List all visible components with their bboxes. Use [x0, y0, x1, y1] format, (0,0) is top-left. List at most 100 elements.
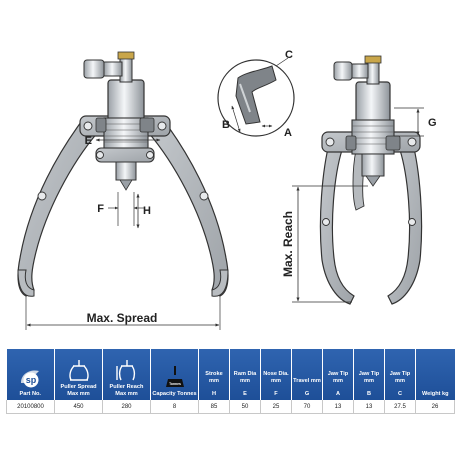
header-capacity: Tonnes Capacity Tonnes — [150, 349, 199, 400]
dim-c-line — [275, 57, 289, 67]
stroke-symbol: H — [211, 390, 217, 397]
cell-nose-dia: 25 — [260, 400, 292, 414]
header-stroke: Stroke mm H — [198, 349, 230, 400]
front-valve-knob — [83, 59, 105, 79]
right-jaw-arm — [147, 117, 229, 297]
pin-bolt — [322, 218, 330, 226]
side-valve-cap — [364, 55, 382, 64]
cell-part-no: 20100800 — [6, 400, 55, 414]
header-jaw-tip-c: Jaw Tip mm C — [384, 349, 416, 400]
side-right-arm — [387, 138, 423, 305]
tonnes-icon-text: Tonnes — [169, 382, 181, 386]
jaw-tip-c-header-text: Jaw Tip mm — [389, 371, 411, 384]
pin-bolt — [146, 151, 154, 159]
side-valve-body — [351, 63, 369, 79]
nose-dia-header-text: Nose Dia. mm — [263, 371, 289, 384]
front-valve-body — [103, 61, 123, 77]
dim-b-line — [231, 105, 241, 133]
header-ram-dia: Ram Dia mm E — [229, 349, 261, 400]
side-valve-knob — [333, 61, 353, 81]
detail-jaw-highlight — [239, 83, 251, 113]
detail-jaw-section — [235, 65, 277, 125]
max-spread-label: Max. Spread — [87, 311, 158, 325]
jaw-tip-b-header-text: Jaw Tip mm — [358, 371, 380, 384]
weight-header-text: Weight kg — [421, 390, 449, 397]
side-nose-point — [365, 175, 381, 187]
side-left-arm — [319, 138, 355, 305]
header-travel: Travel mm G — [291, 349, 323, 400]
dim-g-label: G — [428, 117, 437, 129]
max-reach-label: Max. Reach — [281, 211, 295, 277]
cell-jaw-tip-a: 13 — [322, 400, 354, 414]
side-view-puller: G Max. Reach — [281, 55, 437, 305]
travel-symbol: G — [304, 390, 310, 397]
front-side-nut — [139, 117, 155, 133]
front-nose-point — [119, 179, 133, 191]
side-nut — [385, 135, 401, 151]
capacity-header-text: Capacity Tonnes — [152, 390, 197, 397]
pin-bolt — [157, 121, 167, 131]
puller-spread-icon — [68, 360, 89, 381]
jaw-tip-a-symbol: A — [335, 390, 341, 397]
front-view-puller: E F H Max. Spread — [17, 51, 229, 330]
part-no-header-text: Part No. — [19, 390, 41, 397]
jaw-tip-detail: C B A — [217, 49, 295, 139]
dim-b-label: B — [222, 119, 230, 131]
travel-header-text: Travel mm — [293, 377, 321, 384]
specifications-table: sp Part No. Puller Spread Max mm Puller … — [6, 349, 455, 414]
pin-bolt — [325, 137, 335, 147]
header-part-no: sp Part No. — [6, 349, 55, 400]
pin-bolt — [199, 191, 209, 201]
jaw-tip-a-header-text: Jaw Tip mm — [327, 371, 349, 384]
pin-bolt — [83, 121, 93, 131]
front-cylinder — [107, 79, 145, 121]
cell-weight: 26 — [415, 400, 455, 414]
nose-dia-symbol: F — [274, 390, 278, 397]
side-ram — [361, 153, 385, 177]
table-row: 20100800 450 280 8 85 50 25 70 13 13 27.… — [6, 400, 455, 414]
puller-reach-header-text: Puller Reach Max mm — [109, 384, 144, 397]
left-jaw-tip — [17, 269, 35, 297]
header-nose-dia: Nose Dia. mm F — [260, 349, 292, 400]
sp-logo-text: sp — [26, 375, 37, 385]
table-header-row: sp Part No. Puller Spread Max mm Puller … — [6, 349, 455, 400]
puller-spread-header-text: Puller Spread Max mm — [60, 384, 97, 397]
front-lower-plate — [95, 147, 155, 163]
stroke-header-text: Stroke mm — [205, 371, 223, 384]
header-jaw-tip-a: Jaw Tip mm A — [322, 349, 354, 400]
pin-bolt — [407, 137, 417, 147]
cell-jaw-tip-c: 27.5 — [384, 400, 416, 414]
side-cylinder — [355, 81, 391, 123]
dim-e-label: E — [85, 135, 92, 147]
cell-puller-spread: 450 — [54, 400, 103, 414]
cell-travel: 70 — [291, 400, 323, 414]
header-puller-reach: Puller Reach Max mm — [102, 349, 151, 400]
cell-ram-dia: 50 — [229, 400, 261, 414]
front-ram — [115, 161, 137, 181]
puller-reach-icon — [115, 360, 135, 381]
dim-f-label: F — [97, 203, 104, 215]
dim-c-label: C — [285, 49, 293, 61]
side-nut — [345, 135, 357, 151]
puller-diagram: E F H Max. Spread C B A — [17, 49, 437, 330]
cell-jaw-tip-b: 13 — [353, 400, 385, 414]
jaw-tip-c-symbol: C — [397, 390, 403, 397]
header-puller-spread: Puller Spread Max mm — [54, 349, 103, 400]
pin-bolt — [408, 218, 416, 226]
header-weight: Weight kg — [415, 349, 455, 400]
pin-bolt — [96, 151, 104, 159]
right-jaw-tip — [211, 269, 229, 297]
ram-dia-header-text: Ram Dia mm — [233, 371, 257, 384]
header-jaw-tip-b: Jaw Tip mm B — [353, 349, 385, 400]
cell-capacity: 8 — [150, 400, 199, 414]
ram-dia-symbol: E — [243, 390, 247, 397]
weight-tonnes-icon: Tonnes — [165, 365, 184, 387]
cell-puller-reach: 280 — [102, 400, 151, 414]
cell-stroke: 85 — [198, 400, 230, 414]
jaw-tip-b-symbol: B — [366, 390, 372, 397]
dim-h-label: H — [143, 205, 151, 217]
side-valve-stem — [366, 61, 380, 85]
pin-bolt — [37, 191, 47, 201]
front-side-nut — [95, 117, 107, 133]
front-valve-cap — [117, 51, 135, 60]
